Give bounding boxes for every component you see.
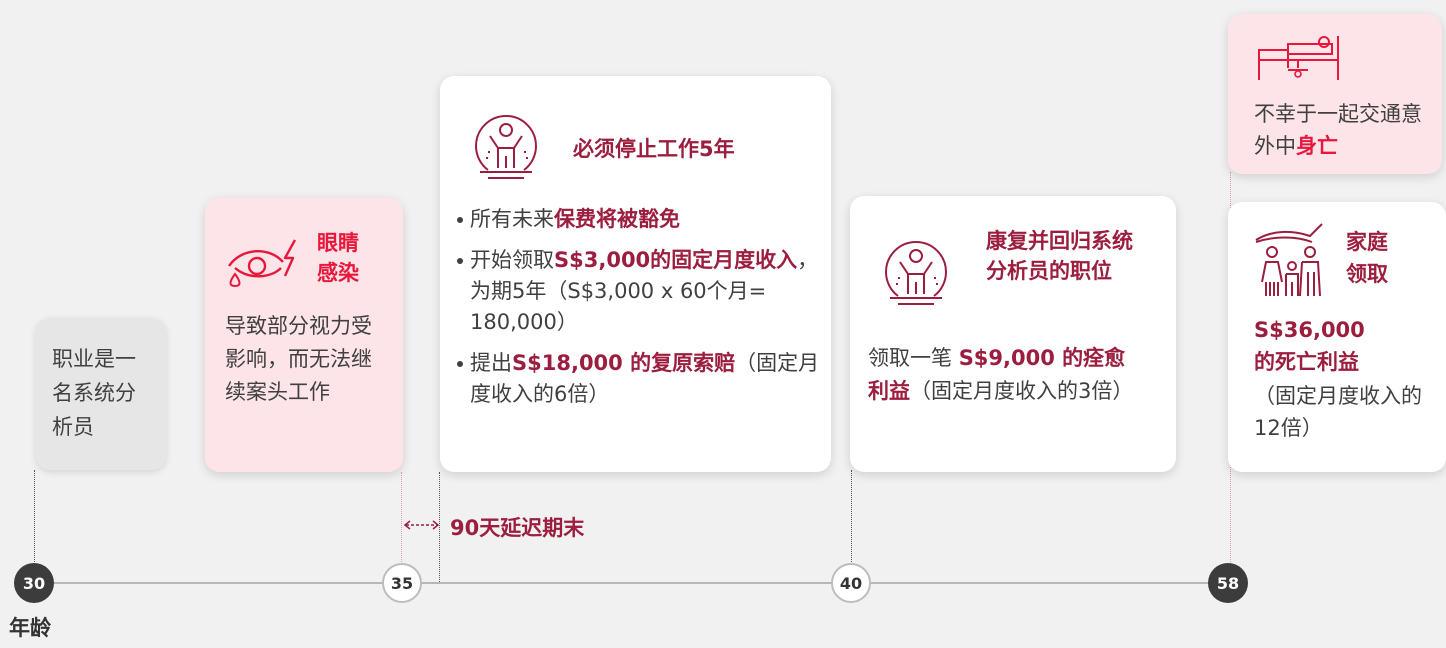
age-marker-40: 40 xyxy=(831,563,871,603)
person-cheering-icon xyxy=(885,241,947,305)
card-eye-infection: 眼睛 感染 导致部分视力受影响，而无法继续案头工作 xyxy=(205,198,403,472)
bullet-premium-waived: 所有未来保费将被豁免 xyxy=(456,204,822,235)
age-marker-30: 30 xyxy=(14,563,54,603)
connector-stop xyxy=(439,472,440,582)
card-death: 不幸于一起交通意外中身亡 xyxy=(1228,14,1442,174)
family-benefit-note: （固定月度收入的12倍） xyxy=(1254,384,1422,440)
hospital-bed-icon xyxy=(1258,36,1339,80)
bullet-recovery-claim: 提出S$18,000 的复原索赔（固定月度收入的6倍） xyxy=(456,348,822,410)
bullet-monthly-income: 开始领取S$3,000的固定月度收入，为期5年（S$3,000 x 60个月= … xyxy=(456,245,822,338)
card-family: 家庭领取 S$36,000的死亡利益 （固定月度收入的12倍） xyxy=(1228,202,1446,472)
family-benefit: S$36,000的死亡利益 xyxy=(1254,318,1365,374)
stop-work-bullets: 所有未来保费将被豁免 开始领取S$3,000的固定月度收入，为期5年（S$3,0… xyxy=(456,204,822,420)
eye-title-line2: 感染 xyxy=(317,261,359,285)
eye-infection-icon xyxy=(228,239,297,288)
recover-body: 领取一笔 S$9,000 的痊愈利益（固定月度收入的3倍） xyxy=(868,346,1134,403)
occupation-text: 职业是一名系统分析员 xyxy=(52,347,136,439)
family-protection-icon xyxy=(1255,223,1323,297)
delay-arrow xyxy=(403,520,440,530)
card-recover: 康复并回归系统分析员的职位 领取一笔 S$9,000 的痊愈利益（固定月度收入的… xyxy=(850,196,1176,472)
age-marker-35: 35 xyxy=(382,563,422,603)
death-text: 不幸于一起交通意外中身亡 xyxy=(1254,102,1422,158)
connector-40 xyxy=(851,470,852,564)
eye-body: 导致部分视力受影响，而无法继续案头工作 xyxy=(225,314,372,404)
card-stop-work: 必须停止工作5年 所有未来保费将被豁免 开始领取S$3,000的固定月度收入，为… xyxy=(440,76,831,472)
card-occupation: 职业是一名系统分析员 xyxy=(36,318,166,470)
person-cheering-icon xyxy=(475,115,537,179)
connector-eye xyxy=(401,472,402,566)
timeline-line xyxy=(35,582,1230,584)
family-title: 家庭领取 xyxy=(1346,230,1388,286)
eye-title-line1: 眼睛 xyxy=(317,231,359,255)
age-marker-58: 58 xyxy=(1208,563,1248,603)
recover-title: 康复并回归系统分析员的职位 xyxy=(986,229,1133,283)
delay-label: 90天延迟期末 xyxy=(450,516,585,540)
axis-label: 年龄 xyxy=(9,616,51,640)
connector-30 xyxy=(34,470,35,564)
stop-work-title: 必须停止工作5年 xyxy=(573,137,735,161)
